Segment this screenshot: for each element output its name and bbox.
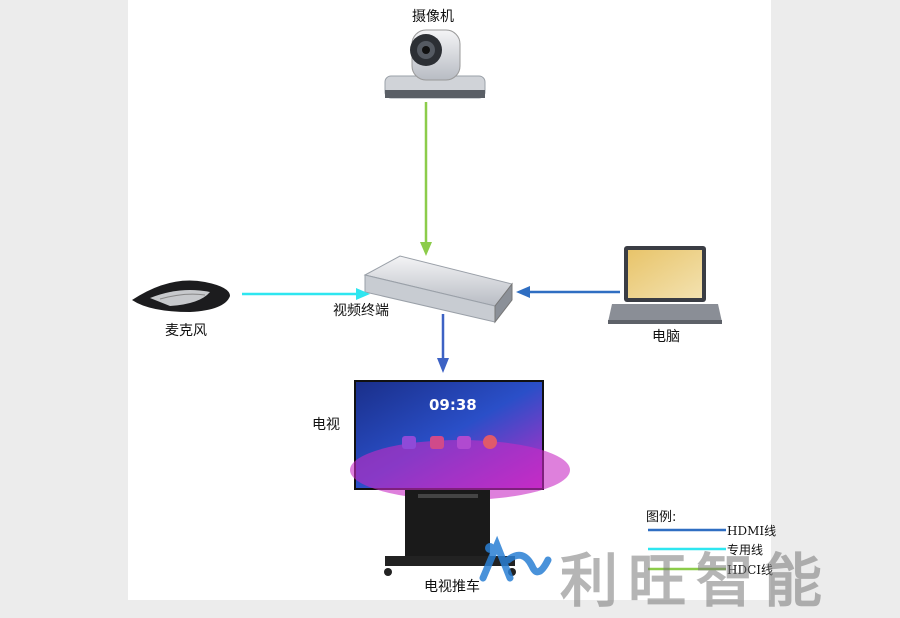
tv-icon <box>350 380 570 500</box>
camera-icon <box>384 29 486 99</box>
tv-label: 电视 <box>312 417 340 433</box>
legend-item-dedicated: 专用线 <box>727 543 764 557</box>
microphone-label: 麦克风 <box>165 323 207 339</box>
camera-label: 摄像机 <box>412 9 454 25</box>
tv-cart-label: 电视推车 <box>424 579 480 595</box>
legend-title: 图例: <box>646 510 677 525</box>
hdmi-connection-arrow-computer <box>516 286 620 298</box>
hdci-connection-arrow <box>420 102 432 256</box>
brand-logo-icon <box>479 535 552 582</box>
video-terminal-label: 视频终端 <box>333 303 389 319</box>
hdmi-connection-arrow-tv <box>437 314 449 373</box>
connection-diagram <box>132 29 726 582</box>
video-terminal-icon <box>363 255 513 324</box>
legend-item-hdmi: HDMI线 <box>727 524 777 538</box>
computer-label: 电脑 <box>652 329 680 345</box>
microphone-icon <box>132 280 230 312</box>
brand-watermark: 利旺智能 <box>560 547 833 615</box>
dedicated-line-arrow <box>242 288 370 300</box>
legend-item-hdci: HDCI线 <box>727 563 774 577</box>
laptop-icon <box>608 246 722 324</box>
tv-clock: 09:38 <box>429 396 477 414</box>
tv-cart-icon <box>384 490 516 576</box>
legend <box>648 528 726 571</box>
